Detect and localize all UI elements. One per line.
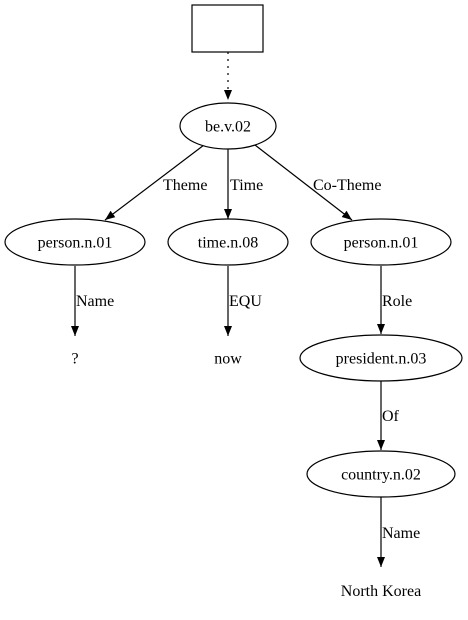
edge-label-role: Role	[382, 293, 412, 310]
edge-label-of: Of	[382, 408, 400, 425]
edge-theme	[104, 144, 205, 221]
node-person-left: person.n.01	[4, 218, 146, 266]
node-unknown-value: ?	[71, 351, 78, 368]
edge-label-co-theme: Co-Theme	[313, 177, 381, 194]
node-person-right: person.n.01	[310, 218, 452, 266]
node-country: country.n.02	[306, 450, 456, 498]
node-now-value: now	[214, 351, 242, 368]
node-president-label: president.n.03	[336, 351, 427, 368]
node-be-label: be.v.02	[205, 119, 251, 136]
root-box	[191, 4, 264, 53]
edge-label-theme: Theme	[163, 177, 207, 194]
node-time: time.n.08	[167, 218, 289, 266]
node-north-korea-value: North Korea	[341, 583, 421, 600]
node-person-right-label: person.n.01	[344, 235, 419, 252]
edge-co-theme	[254, 144, 353, 221]
node-time-label: time.n.08	[198, 235, 258, 252]
node-country-label: country.n.02	[341, 467, 421, 484]
edge-label-time: Time	[230, 177, 263, 194]
node-president: president.n.03	[299, 334, 463, 382]
node-be: be.v.02	[179, 102, 277, 150]
edge-label-name-left: Name	[76, 293, 114, 310]
edge-label-name-country: Name	[382, 525, 420, 542]
node-person-left-label: person.n.01	[38, 235, 113, 252]
edge-label-equ: EQU	[229, 293, 262, 310]
